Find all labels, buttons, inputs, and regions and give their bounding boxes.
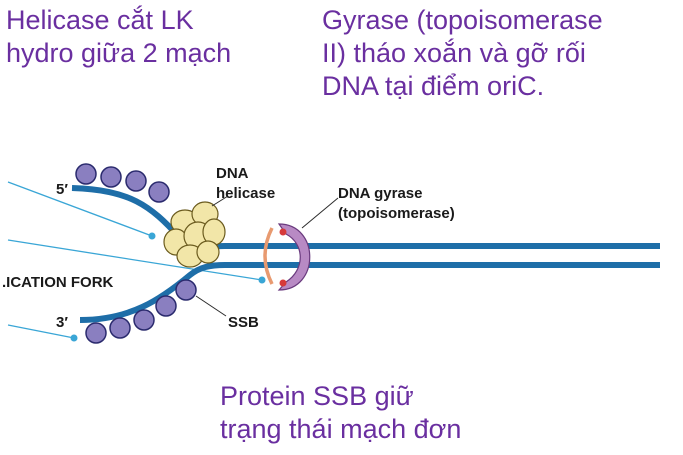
label-replication-fork: .ICATION FORK (2, 274, 114, 291)
ssb-protein (85, 322, 107, 344)
gyrase-label-pointer (301, 197, 339, 229)
pointer-dot-middle (258, 276, 266, 284)
gyrase-caption: Gyrase (topoisomerase II) tháo xoắn và g… (322, 4, 603, 103)
ssb-protein (75, 163, 97, 185)
ssb-proteins-bottom (85, 279, 197, 344)
pointer-line-top (7, 181, 153, 237)
gyrase-caption-line-2: II) tháo xoắn và gỡ rối (322, 38, 586, 68)
pointer-dot-bottom (70, 334, 78, 342)
gyrase-ring (263, 227, 274, 285)
pointer-line-bottom (7, 324, 75, 339)
label-gyrase-line-2: (topoisomerase) (338, 205, 455, 222)
ssb-protein (100, 166, 122, 188)
label-ssb: SSB (228, 314, 259, 331)
helicase-label-pointer (211, 195, 229, 207)
gyrase-site-bottom (279, 279, 287, 287)
gyrase-caption-line-3: DNA tại điểm oriC. (322, 71, 545, 101)
helicase-caption: Helicase cắt LK hydro giữa 2 mạch (6, 4, 231, 70)
label-five-prime: 5′ (56, 181, 68, 198)
helicase-caption-line-2: hydro giữa 2 mạch (6, 38, 232, 68)
ssb-caption-line-2: trạng thái mạch đơn (220, 414, 462, 444)
gyrase-enzyme (277, 223, 311, 291)
label-helicase-line-1: DNA (216, 165, 249, 182)
label-three-prime: 3′ (56, 314, 68, 331)
ssb-proteins-top (75, 163, 170, 203)
helicase-caption-line-1: Helicase cắt LK (6, 5, 194, 35)
ssb-protein (125, 170, 147, 192)
ssb-protein (109, 317, 131, 339)
ssb-caption: Protein SSB giữ trạng thái mạch đơn (220, 380, 461, 446)
ssb-protein (133, 309, 155, 331)
gyrase-caption-line-1: Gyrase (topoisomerase (322, 5, 603, 35)
label-gyrase-line-1: DNA gyrase (338, 185, 422, 202)
pointer-line-middle (7, 239, 263, 281)
ssb-caption-line-1: Protein SSB giữ (220, 381, 414, 411)
ssb-label-pointer (195, 295, 227, 317)
ssb-protein (155, 295, 177, 317)
ssb-protein (175, 279, 197, 301)
pointer-dot-top (148, 232, 156, 240)
helicase-complex (163, 201, 226, 268)
ssb-protein (148, 181, 170, 203)
label-helicase-line-2: helicase (216, 185, 275, 202)
gyrase-site-top (279, 228, 287, 236)
dna-strand-bottom (79, 262, 660, 323)
